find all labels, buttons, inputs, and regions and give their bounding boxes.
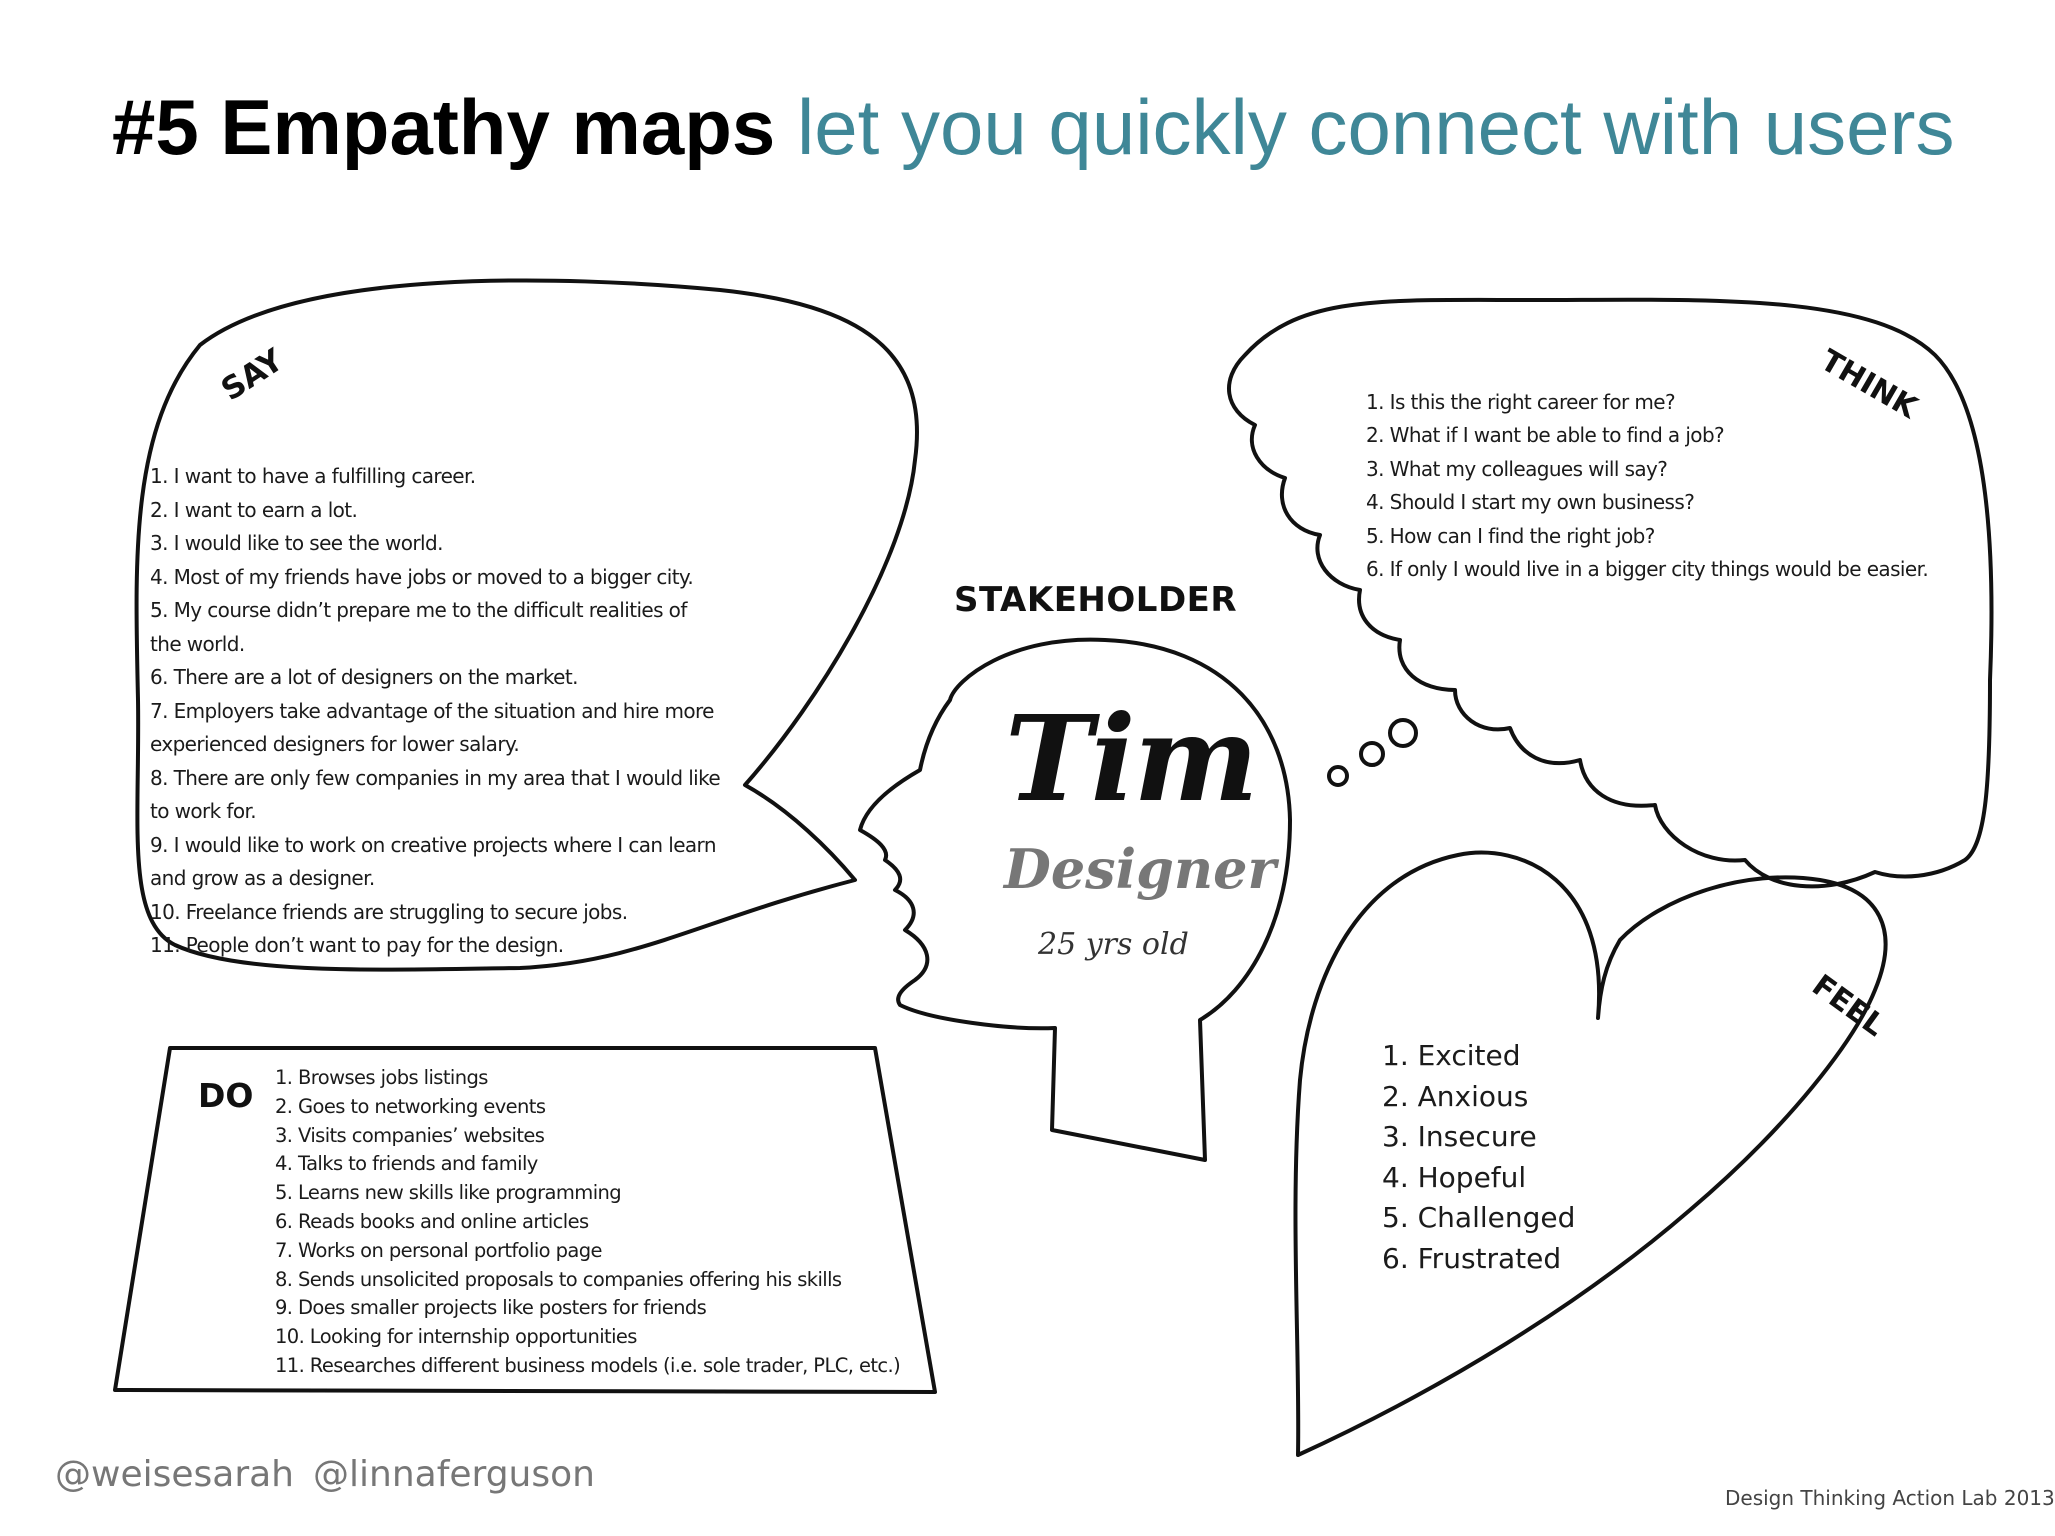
- say-list: 1. I want to have a fulfilling career. 2…: [150, 460, 750, 963]
- persona-role: Designer: [1004, 837, 1276, 901]
- say-item: to work for.: [150, 799, 257, 823]
- persona-name: Tim: [1005, 689, 1258, 828]
- stakeholder-head-outline: [858, 637, 1292, 1162]
- say-item: 6. There are a lot of designers on the m…: [150, 665, 578, 689]
- twitter-handle-weisesarah: @weisesarah: [55, 1454, 294, 1495]
- say-item: experienced designers for lower salary.: [150, 732, 520, 756]
- title-main: #5 Empathy maps: [112, 83, 776, 171]
- do-item: 5. Learns new skills like programming: [275, 1181, 622, 1205]
- do-item: 11. Researches different business models…: [275, 1353, 901, 1377]
- thought-dot-small: [1327, 765, 1349, 787]
- do-item: 7. Works on personal portfolio page: [275, 1238, 602, 1262]
- do-item: 2. Goes to networking events: [275, 1094, 546, 1118]
- title-subtitle: let you quickly connect with users: [796, 83, 1955, 171]
- twitter-handle-linnaferguson: @linnaferguson: [313, 1454, 595, 1495]
- feel-list: 1. Excited 2. Anxious 3. Insecure 4. Hop…: [1382, 1036, 1702, 1280]
- feel-item: 1. Excited: [1382, 1039, 1521, 1072]
- think-item: 4. Should I start my own business?: [1366, 490, 1695, 515]
- do-item: 8. Sends unsolicited proposals to compan…: [275, 1267, 842, 1291]
- do-item: 1. Browses jobs listings: [275, 1066, 488, 1089]
- do-label: DO: [198, 1076, 254, 1115]
- think-item: 5. How can I find the right job?: [1366, 523, 1655, 548]
- do-item: 10. Looking for internship opportunities: [275, 1325, 637, 1349]
- say-item: 10. Freelance friends are struggling to …: [150, 899, 628, 924]
- say-item: 7. Employers take advantage of the situa…: [150, 698, 715, 723]
- do-item: 6. Reads books and online articles: [275, 1209, 589, 1233]
- say-item: and grow as a designer.: [150, 866, 375, 890]
- feel-item: 6. Frustrated: [1382, 1241, 1562, 1275]
- say-item: 3. I would like to see the world.: [150, 531, 443, 555]
- say-item: 2. I want to earn a lot.: [150, 497, 358, 522]
- do-list: 1. Browses jobs listings 2. Goes to netw…: [275, 1064, 935, 1381]
- feel-heart-outline: [1293, 850, 1888, 1457]
- do-item: 4. Talks to friends and family: [275, 1152, 538, 1176]
- say-item: 5. My course didn’t prepare me to the di…: [150, 598, 687, 622]
- feel-item: 4. Hopeful: [1382, 1160, 1527, 1194]
- feel-item: 5. Challenged: [1382, 1201, 1576, 1235]
- say-item: 11. People don’t want to pay for the des…: [150, 933, 564, 957]
- think-list: 1. Is this the right career for me? 2. W…: [1366, 386, 1966, 586]
- think-cloud-outline: [1227, 297, 1994, 889]
- do-item: 9. Does smaller projects like posters fo…: [275, 1296, 707, 1320]
- say-item: 1. I want to have a fulfilling career.: [150, 464, 476, 488]
- persona-age: 25 yrs old: [1038, 927, 1189, 962]
- thought-dot-large: [1388, 718, 1418, 748]
- feel-item: 3. Insecure: [1382, 1120, 1537, 1154]
- feel-item: 2. Anxious: [1382, 1079, 1529, 1113]
- footer-credit: Design Thinking Action Lab 2013: [1725, 1486, 2055, 1510]
- say-item: 9. I would like to work on creative proj…: [150, 832, 717, 857]
- think-item: 2. What if I want be able to find a job?: [1366, 423, 1725, 448]
- think-item: 1. Is this the right career for me?: [1366, 390, 1676, 414]
- say-item: the world.: [150, 631, 245, 656]
- say-item: 4. Most of my friends have jobs or moved…: [150, 564, 694, 589]
- do-item: 3. Visits companies’ websites: [275, 1123, 545, 1147]
- do-box-outline: [113, 1046, 937, 1394]
- thought-dot-medium: [1359, 741, 1385, 767]
- slide-title: #5 Empathy maps let you quickly connect …: [112, 88, 1955, 166]
- say-item: 8. There are only few companies in my ar…: [150, 765, 721, 790]
- think-item: 3. What my colleagues will say?: [1366, 456, 1668, 481]
- stakeholder-label: STAKEHOLDER: [954, 580, 1238, 620]
- think-item: 6. If only I would live in a bigger city…: [1366, 557, 1929, 582]
- say-bubble-outline: [134, 278, 919, 972]
